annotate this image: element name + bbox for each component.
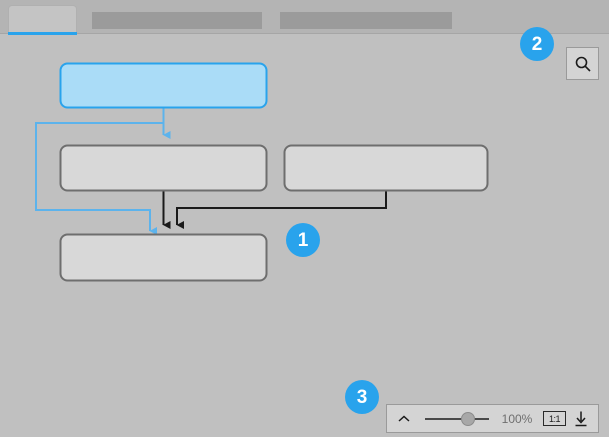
callout-badge-1: 1 [286, 223, 320, 257]
tab-bar [0, 0, 609, 35]
diagram-node-middle[interactable] [59, 144, 268, 192]
download-icon [575, 411, 587, 426]
collapse-toolbar-button[interactable] [387, 405, 421, 432]
download-button[interactable] [566, 405, 596, 432]
tab-active[interactable] [8, 5, 77, 34]
callout-badge-3-number: 3 [356, 386, 368, 408]
edge-right-to-bottom[interactable] [176, 191, 387, 229]
diagram-canvas[interactable] [0, 35, 609, 437]
zoom-slider-track [425, 418, 489, 420]
edge-top-to-bottom[interactable] [35, 122, 164, 235]
callout-badge-2: 2 [520, 27, 554, 61]
diagram-node-top[interactable] [59, 62, 268, 109]
diagram-node-bottom[interactable] [59, 233, 268, 282]
diagram-node-right[interactable] [283, 144, 489, 192]
zoom-percent-label: 100% [501, 411, 533, 426]
search-icon [575, 56, 591, 72]
callout-badge-3: 3 [345, 380, 379, 414]
search-button[interactable] [566, 47, 599, 80]
diagram-svg [35, 62, 489, 282]
zoom-toolbar: 100% 1:1 [386, 404, 599, 433]
actual-size-button[interactable]: 1:1 [543, 411, 566, 426]
tab-placeholder-1[interactable] [92, 12, 262, 29]
callout-badge-2-number: 2 [531, 33, 543, 55]
zoom-slider[interactable] [421, 405, 493, 432]
callout-badge-1-number: 1 [297, 229, 309, 251]
tab-active-underline [8, 32, 77, 35]
chevron-up-icon [398, 414, 410, 422]
zoom-slider-thumb[interactable] [461, 412, 475, 426]
tab-placeholder-2[interactable] [280, 12, 452, 29]
